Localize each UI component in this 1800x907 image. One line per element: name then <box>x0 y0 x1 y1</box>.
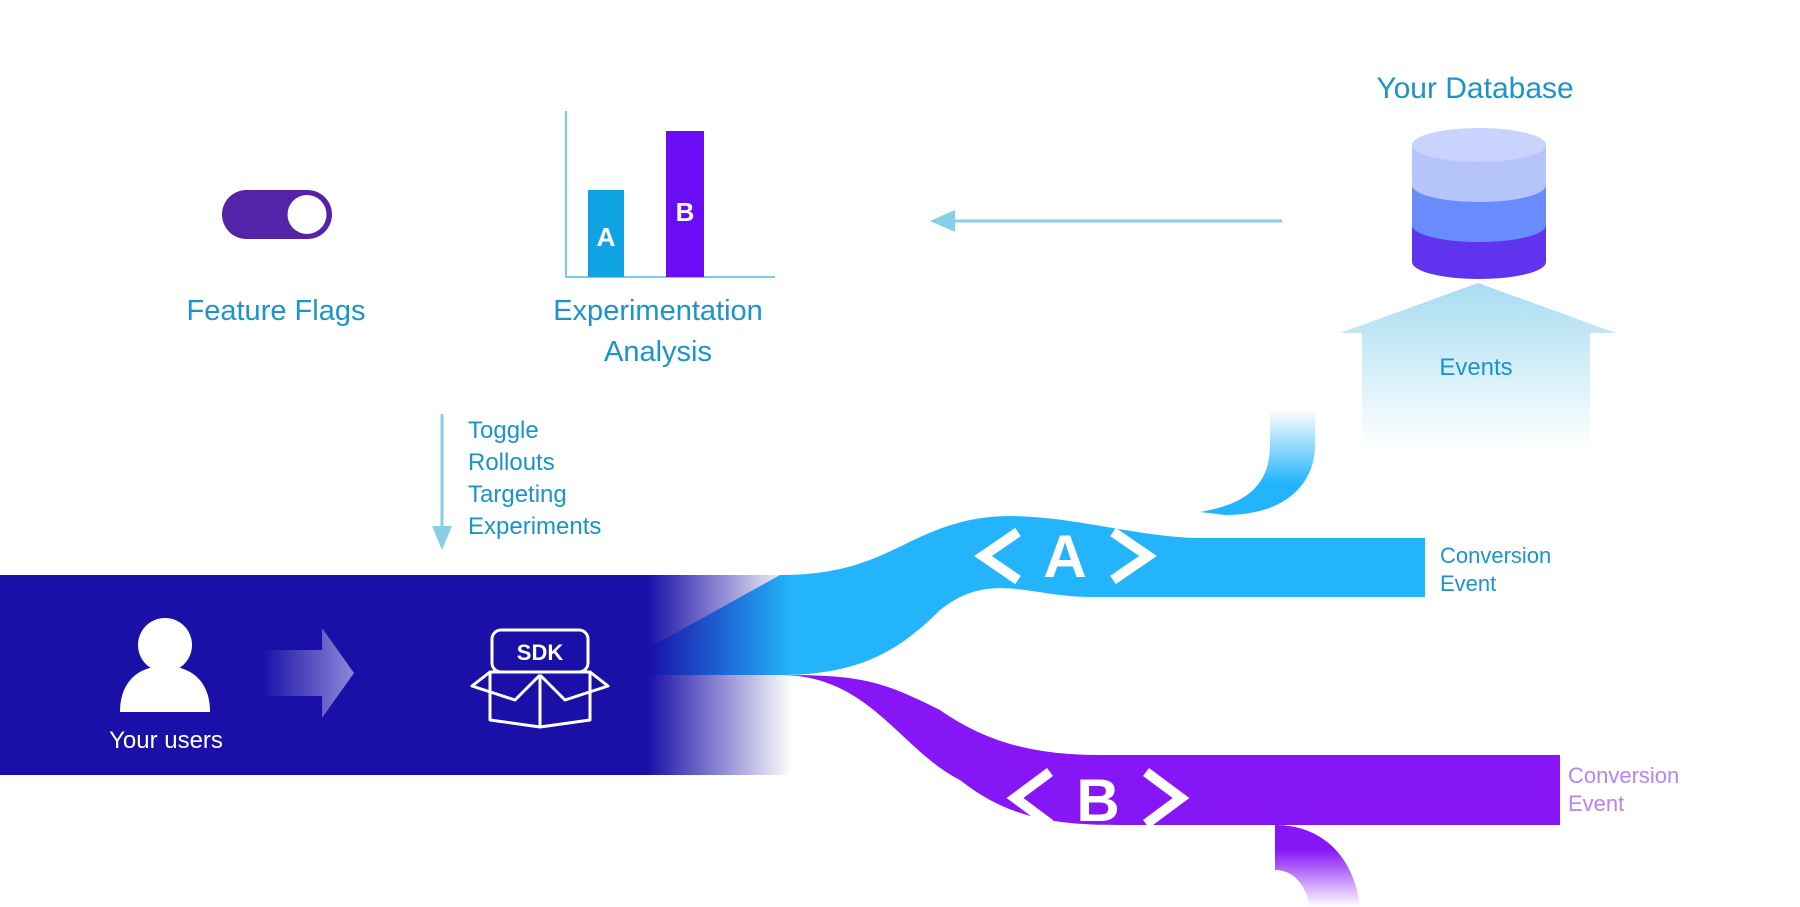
conversion-event-b-line1: Conversion <box>1568 763 1679 788</box>
variant-a-marker: A <box>974 523 1157 590</box>
chart-bar-b-label: B <box>676 197 695 227</box>
variant-b-stream <box>600 675 1560 907</box>
sdk-action-toggle: Toggle <box>468 417 539 444</box>
experimentation-label-line1: Experimentation <box>553 295 763 327</box>
your-users-label: Your users <box>109 727 223 754</box>
toggle-switch-icon <box>222 190 332 239</box>
experimentation-label-line2: Analysis <box>604 336 712 368</box>
events-label: Events <box>1439 354 1512 381</box>
chart-bar-a-label: A <box>597 222 616 252</box>
user-icon <box>120 618 210 712</box>
sdk-action-experiments: Experiments <box>468 513 601 540</box>
conversion-event-a-line2: Event <box>1440 571 1496 596</box>
chart-bar-b <box>666 131 704 277</box>
events-up-arrow-icon <box>1340 283 1616 450</box>
left-arrow-icon <box>930 210 1282 232</box>
your-database-label: Your Database <box>1376 72 1573 105</box>
feature-flags-label: Feature Flags <box>187 295 366 327</box>
variant-a-symbol: A <box>1043 523 1086 590</box>
variant-b-marker: B <box>1006 767 1190 834</box>
variant-b-symbol: B <box>1076 767 1119 834</box>
down-arrow-icon <box>432 414 452 550</box>
database-icon <box>1412 128 1546 279</box>
sdk-label: SDK <box>517 640 564 665</box>
sdk-box-icon <box>470 628 610 729</box>
conversion-event-a-line1: Conversion <box>1440 543 1551 568</box>
bar-chart-icon: A B <box>565 111 775 278</box>
chart-bar-a <box>588 190 624 277</box>
sdk-action-targeting: Targeting <box>468 481 567 508</box>
right-arrow-icon <box>262 628 354 718</box>
conversion-event-b-line2: Event <box>1568 791 1624 816</box>
sdk-action-rollouts: Rollouts <box>468 449 555 476</box>
